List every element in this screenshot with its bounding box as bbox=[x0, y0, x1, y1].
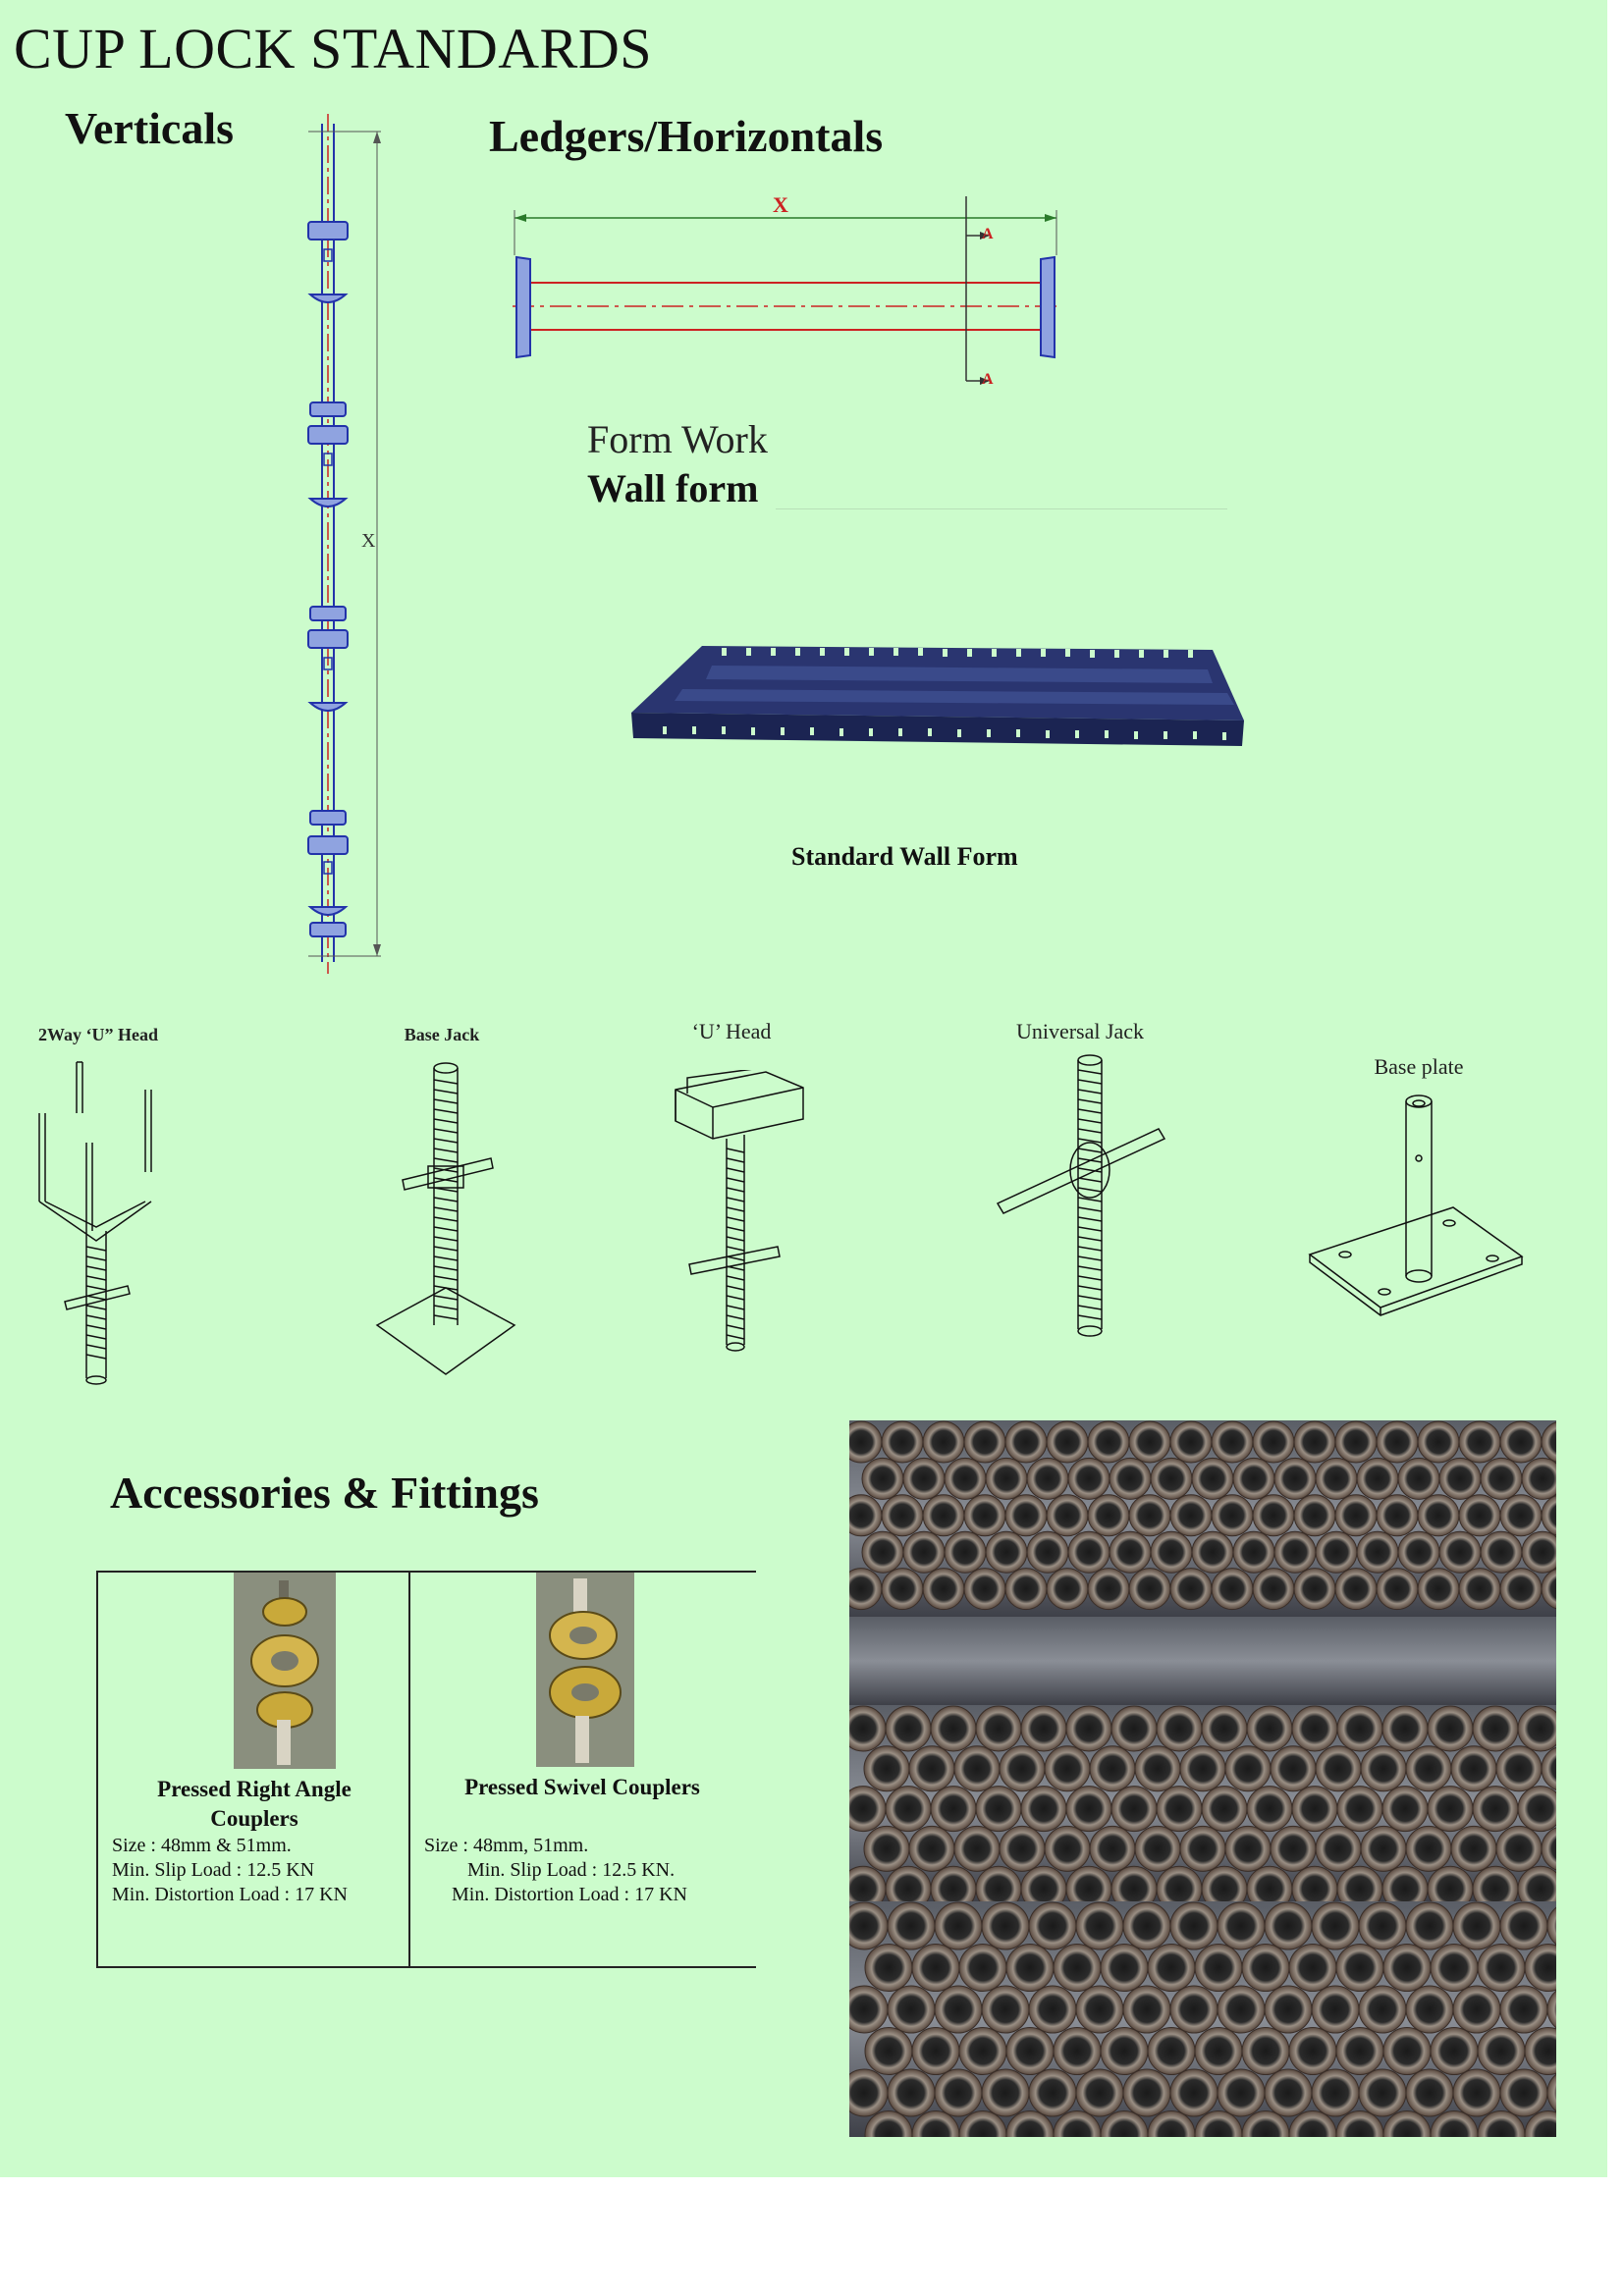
vertical-standard-drawing bbox=[307, 114, 381, 974]
coupler-name-swivel: Pressed Swivel Couplers bbox=[464, 1775, 700, 1799]
coupler-card-swivel: Pressed Swivel Couplers Size : 48mm, 51m… bbox=[410, 1573, 756, 1966]
wall-form-heading: Wall form bbox=[587, 466, 759, 510]
coupler-size-right-angle: Size : 48mm & 51mm. bbox=[112, 1835, 292, 1856]
coupler-card-right-angle: Pressed Right Angle Couplers Size : 48mm… bbox=[98, 1573, 410, 1966]
vertical-dimension-label: X bbox=[361, 530, 376, 552]
coupler-size-swivel: Size : 48mm, 51mm. bbox=[424, 1835, 589, 1856]
right-angle-coupler-photo bbox=[234, 1573, 336, 1769]
form-work-heading: Form Work bbox=[587, 417, 768, 461]
universal-jack-icon bbox=[996, 1054, 1166, 1337]
ledger-drawing bbox=[513, 196, 1060, 385]
coupler-distortion-load-right-angle: Min. Distortion Load : 17 KN bbox=[112, 1884, 348, 1905]
ledgers-heading: Ledgers/Horizontals bbox=[489, 111, 884, 161]
component-label-universal-jack: Universal Jack bbox=[1015, 1019, 1145, 1043]
wall-form-image bbox=[631, 646, 1244, 746]
ledger-dimension-label: X bbox=[773, 192, 788, 217]
base-plate-icon bbox=[1308, 1095, 1524, 1316]
two-way-u-head-icon bbox=[38, 1061, 152, 1385]
component-label-2way-u-head: 2Way ‘U” Head bbox=[37, 1025, 158, 1044]
u-head-icon bbox=[675, 1070, 804, 1352]
accessories-heading: Accessories & Fittings bbox=[110, 1468, 539, 1518]
component-label-u-head: ‘U’ Head bbox=[691, 1019, 772, 1043]
steel-pipes-photo bbox=[849, 1420, 1556, 2137]
page-title: CUP LOCK STANDARDS bbox=[14, 17, 652, 80]
section-mark-bottom: A bbox=[982, 371, 994, 388]
coupler-distortion-load-swivel: Min. Distortion Load : 17 KN bbox=[452, 1884, 687, 1905]
section-mark-top: A bbox=[982, 226, 994, 242]
coupler-name-right-angle: Pressed Right Angle Couplers bbox=[157, 1777, 352, 1831]
couplers-table: Pressed Right Angle Couplers Size : 48mm… bbox=[96, 1571, 756, 1968]
divider bbox=[776, 508, 1227, 509]
document-page: CUP LOCK STANDARDS Verticals bbox=[0, 0, 1607, 2177]
swivel-coupler-photo bbox=[536, 1573, 634, 1767]
component-label-base-jack: Base Jack bbox=[404, 1025, 480, 1044]
wall-form-caption: Standard Wall Form bbox=[791, 842, 1018, 871]
component-label-base-plate: Base plate bbox=[1374, 1054, 1464, 1079]
coupler-slip-load-right-angle: Min. Slip Load : 12.5 KN bbox=[112, 1859, 315, 1881]
coupler-slip-load-swivel: Min. Slip Load : 12.5 KN. bbox=[467, 1859, 676, 1881]
verticals-heading: Verticals bbox=[65, 103, 235, 153]
base-jack-icon bbox=[375, 1062, 516, 1375]
